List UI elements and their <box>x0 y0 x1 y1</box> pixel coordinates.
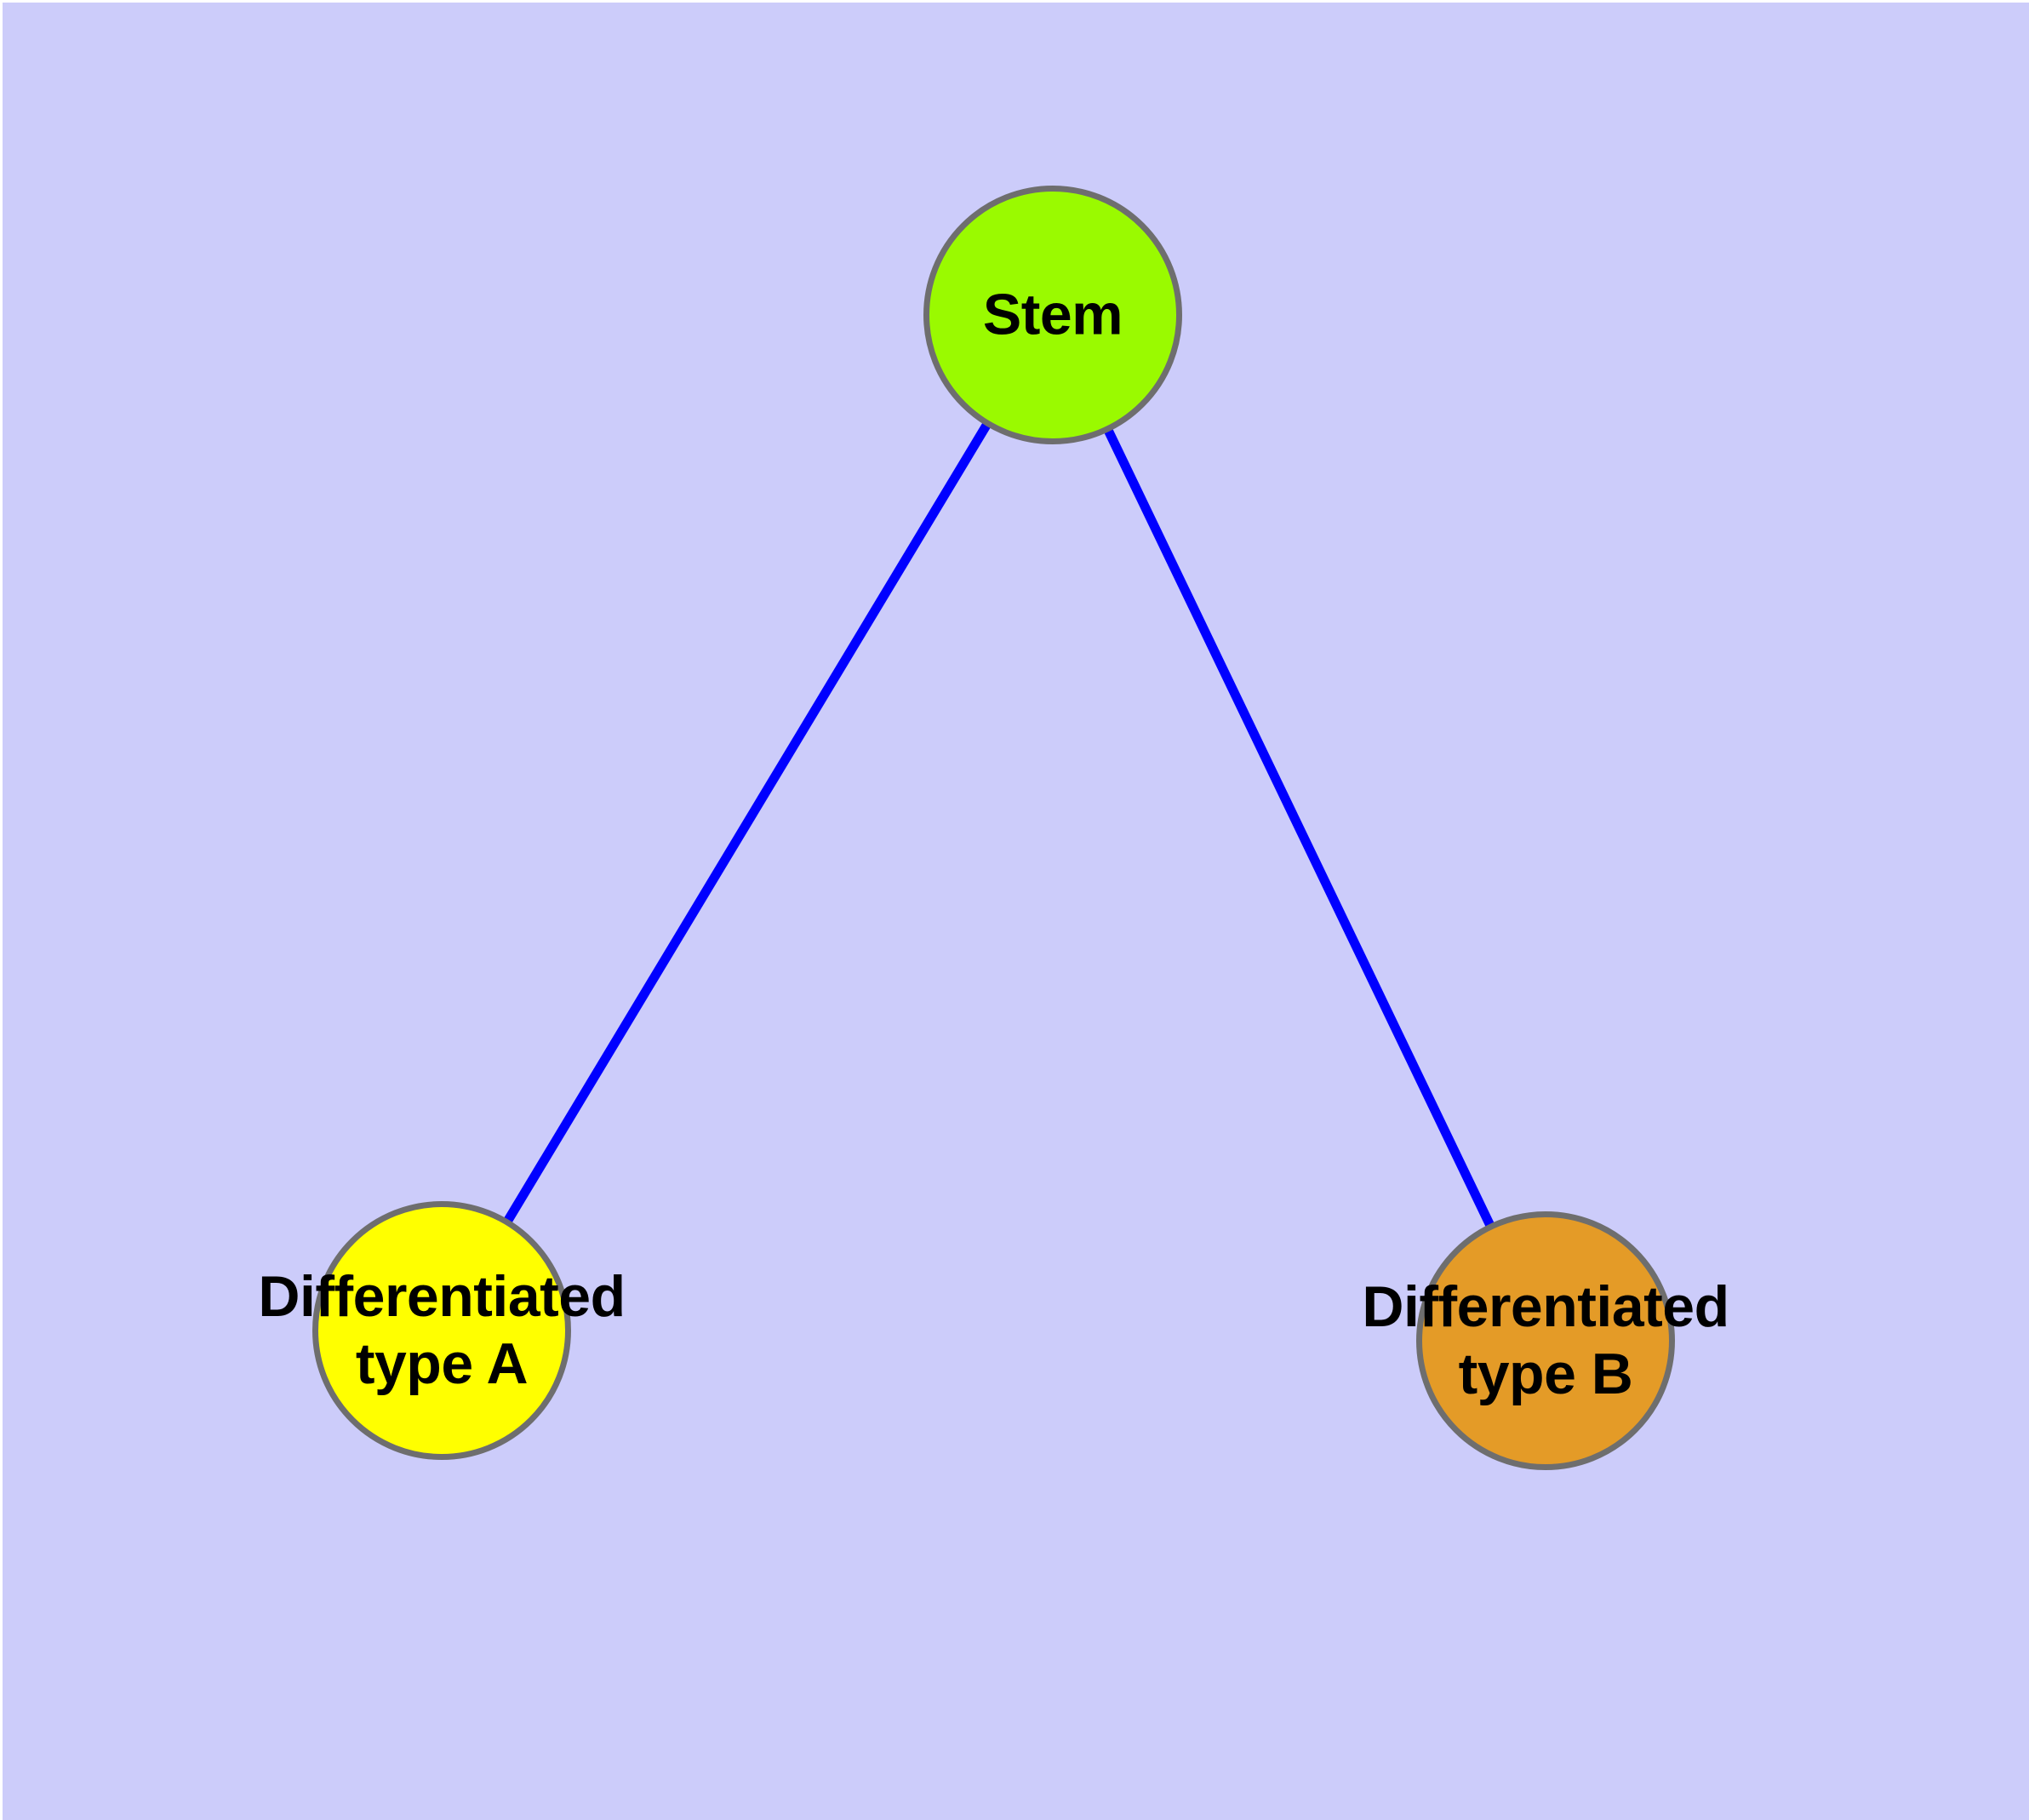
node-stem[interactable]: Stem <box>923 186 1182 444</box>
edge-stem-to-differentiated-type-b[interactable] <box>1049 312 1550 1343</box>
edge-stem-to-differentiated-type-a[interactable] <box>437 312 1057 1333</box>
node-stem-label: Stem <box>982 282 1123 347</box>
